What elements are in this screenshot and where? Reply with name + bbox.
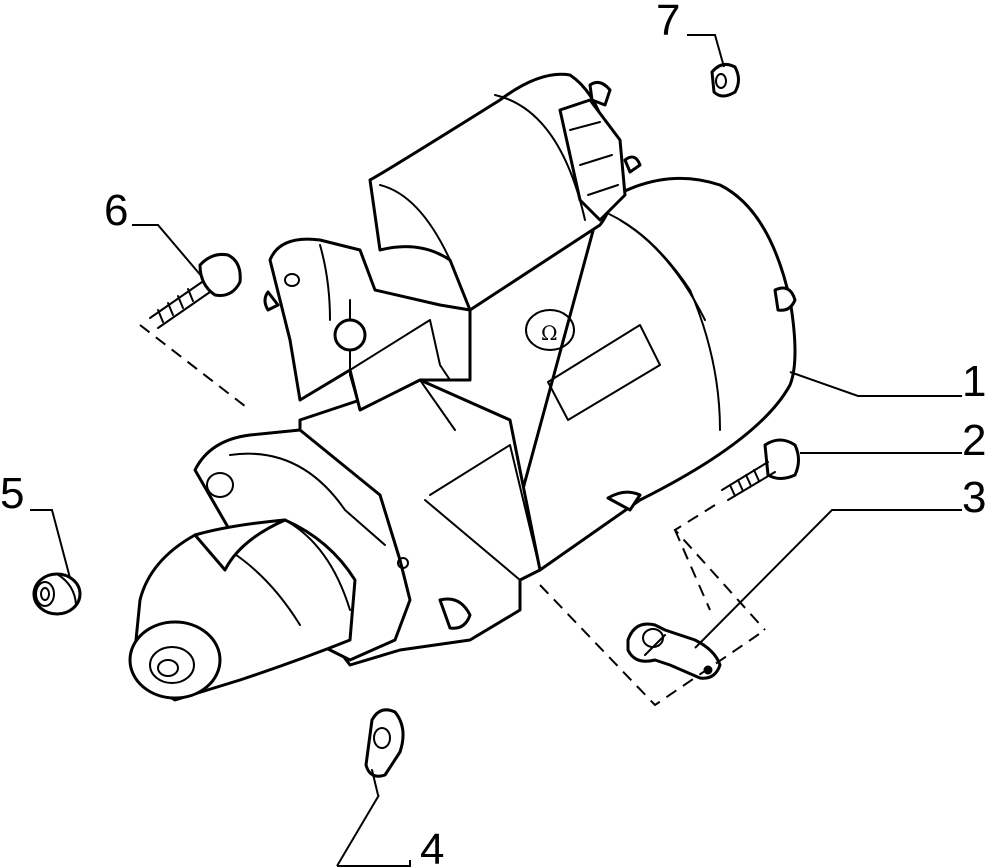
leader-lines — [30, 34, 962, 867]
callout-4: 4 — [420, 825, 444, 868]
callout-7: 7 — [656, 0, 680, 45]
callout-6: 6 — [104, 186, 128, 235]
assembly-lines — [139, 324, 766, 707]
svg-text:Ω: Ω — [541, 321, 558, 345]
ring-terminal-4 — [364, 708, 405, 796]
callout-2: 2 — [962, 416, 986, 465]
callout-1: 1 — [962, 357, 986, 406]
bolt-6 — [149, 253, 242, 329]
bolt-2 — [721, 438, 800, 501]
callout-3: 3 — [962, 473, 986, 522]
nut-7 — [710, 62, 740, 98]
nut-5 — [32, 572, 82, 616]
callout-5: 5 — [0, 469, 24, 518]
starter-motor: Ω — [128, 72, 797, 702]
